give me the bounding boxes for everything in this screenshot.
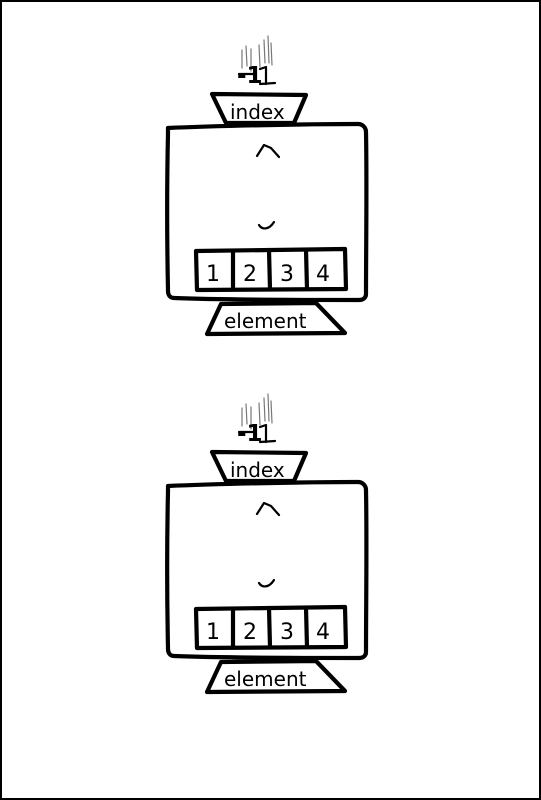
index-plate: index <box>209 449 309 484</box>
monitor-sketch-1: -1 index 1 2 3 4 ele <box>165 35 369 337</box>
value-stroke <box>237 423 277 444</box>
element-plate: element <box>204 300 348 337</box>
diagram-panel-2: -1 index 1 2 3 4 ele <box>2 390 541 700</box>
top-caret-icon <box>255 501 281 517</box>
element-array: 1 2 3 4 <box>193 604 349 651</box>
array-outline <box>193 246 349 293</box>
array-cell-3: 3 <box>280 262 294 287</box>
monitor-sketch-2: -1 index 1 2 3 4 ele <box>165 393 369 695</box>
array-outline <box>193 604 349 651</box>
diagram-panel-1: -1 index 1 2 3 4 ele <box>2 32 541 342</box>
index-label: index <box>230 458 285 482</box>
falling-value-group: -1 <box>237 393 277 447</box>
falling-value-group: -1 <box>237 35 277 89</box>
array-cell-1: 1 <box>206 620 220 645</box>
element-plate-outline <box>204 658 348 695</box>
element-plate: element <box>204 658 348 695</box>
array-cell-4: 4 <box>316 262 330 287</box>
element-plate-outline <box>204 300 348 337</box>
value-stroke <box>237 65 277 86</box>
monitor-frame <box>165 479 369 661</box>
bottom-caret-icon <box>257 578 276 588</box>
array-cell-1: 1 <box>206 262 220 287</box>
index-label: index <box>230 100 285 124</box>
monitor-outline <box>165 121 369 303</box>
array-cell-2: 2 <box>243 262 257 287</box>
element-label: element <box>224 667 307 691</box>
top-caret-icon <box>255 143 281 159</box>
array-dividers <box>230 605 310 650</box>
index-value: -1 <box>237 63 263 89</box>
array-cell-4: 4 <box>316 620 330 645</box>
array-cell-2: 2 <box>243 620 257 645</box>
motion-lines <box>241 393 273 430</box>
element-array: 1 2 3 4 <box>193 246 349 293</box>
motion-lines <box>241 35 273 72</box>
monitor-frame <box>165 121 369 303</box>
monitor-outline <box>165 479 369 661</box>
array-cell-3: 3 <box>280 620 294 645</box>
index-plate: index <box>209 91 309 126</box>
array-dividers <box>230 247 310 292</box>
element-label: element <box>224 309 307 333</box>
index-value: -1 <box>237 421 263 447</box>
bottom-caret-icon <box>257 220 276 230</box>
